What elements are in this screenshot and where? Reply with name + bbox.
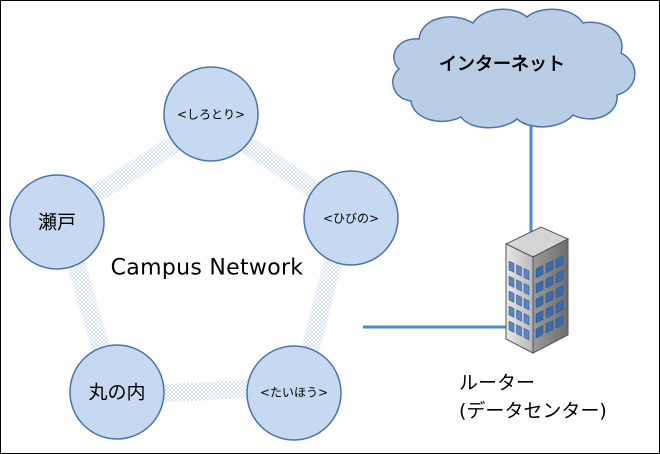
node-taihou: [246, 345, 342, 441]
building-window: [535, 310, 544, 324]
building-window: [516, 324, 522, 337]
building-window: [555, 285, 564, 299]
building-window: [555, 270, 564, 284]
router-label-line2: (データセンター): [459, 400, 607, 422]
node-label-seto: 瀬戸: [37, 211, 77, 234]
building-window: [535, 295, 544, 309]
building-window: [555, 315, 564, 329]
building-window: [545, 260, 554, 274]
node-seto: [9, 174, 105, 270]
building-window: [508, 320, 515, 333]
internet-label: インターネット: [439, 54, 565, 75]
building-window: [508, 305, 515, 318]
building-window: [516, 264, 522, 277]
building-window: [545, 275, 554, 289]
router-label-line1: ルーター: [459, 372, 536, 394]
building-window: [523, 327, 530, 341]
building-window: [508, 275, 515, 288]
building-window: [516, 294, 522, 307]
building-window: [523, 312, 530, 326]
building-window: [523, 267, 530, 281]
node-label-shirotori: <しろとり>: [176, 107, 246, 122]
campus-network-label: Campus Network: [110, 255, 304, 281]
building-window: [555, 255, 564, 269]
node-hibino: [303, 170, 399, 266]
building-window: [535, 265, 544, 279]
building-window: [508, 290, 515, 303]
node-marunouchi: [69, 344, 165, 440]
building-window: [535, 280, 544, 294]
building-window: [516, 279, 522, 292]
node-shirotori: [163, 66, 259, 162]
router-building-icon: [504, 226, 570, 354]
internet-cloud-icon: [392, 8, 636, 129]
building-window: [545, 320, 554, 334]
node-label-taihou: <たいほう>: [259, 385, 329, 400]
building-window: [523, 297, 530, 311]
building-window: [516, 309, 522, 322]
node-label-hibino: <ひびの>: [322, 211, 380, 226]
building-window: [508, 260, 515, 273]
building-window: [545, 305, 554, 319]
building-window: [545, 290, 554, 304]
building-window: [523, 282, 530, 296]
building-window: [555, 300, 564, 314]
router-label: ルーター (データセンター): [459, 369, 607, 425]
building-window: [535, 325, 544, 339]
node-label-marunouchi: 丸の内: [88, 381, 146, 404]
